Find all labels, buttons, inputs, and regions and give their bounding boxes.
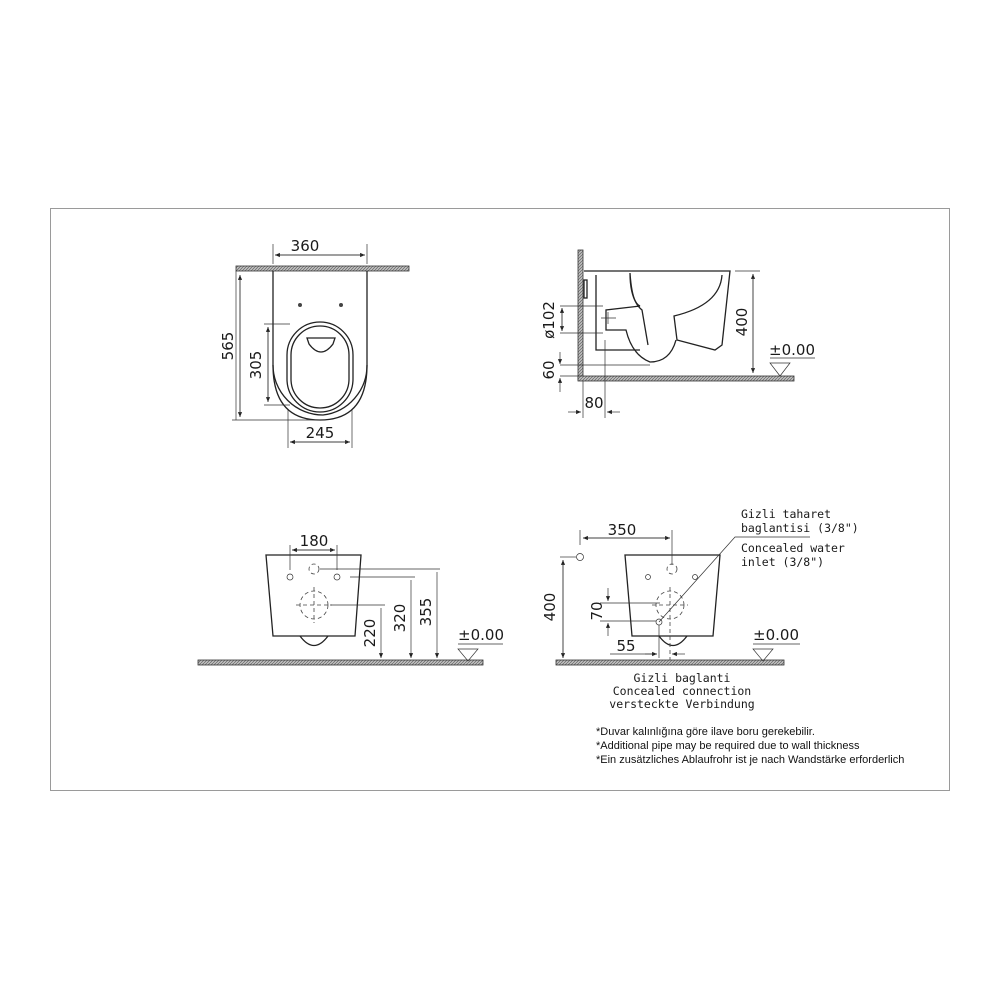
rear-view: 180 220 320 355 ±0.00 <box>197 532 504 666</box>
dim-outlet-diameter: ø102 <box>540 301 558 339</box>
callout-en-line1: Concealed water <box>741 541 845 555</box>
dim-565: 565 <box>219 332 237 361</box>
dim-80: 80 <box>584 394 603 412</box>
callout-tr-line1: Gizli taharet <box>741 507 831 521</box>
dim-360: 360 <box>291 237 320 255</box>
dim-245: 245 <box>306 424 335 442</box>
level-marker: ±0.00 <box>769 341 815 359</box>
level-marker: ±0.00 <box>753 626 799 644</box>
bottom-label-tr: Gizli baglanti <box>634 671 731 685</box>
dim-55: 55 <box>616 637 635 655</box>
note-tr: *Duvar kalınlığına göre ilave boru gerek… <box>596 726 815 738</box>
drawing-frame <box>50 208 950 791</box>
side-view: ø102 60 80 400 ±0.00 <box>540 249 815 418</box>
dim-320: 320 <box>391 604 409 633</box>
dim-400: 400 <box>541 593 559 622</box>
dim-220: 220 <box>361 619 379 648</box>
dim-60: 60 <box>540 360 558 379</box>
note-de: *Ein zusätzliches Ablaufrohr ist je nach… <box>596 754 905 766</box>
level-marker: ±0.00 <box>458 626 504 644</box>
dim-400: 400 <box>733 308 751 337</box>
rear-view-connections: 350 400 70 55 ±0.00 Gizli taharet baglan… <box>541 507 859 711</box>
dim-180: 180 <box>300 532 329 550</box>
callout-tr-line2: baglantisi (3/8") <box>741 521 859 535</box>
callout-en-line2: inlet (3/8") <box>741 555 824 569</box>
dim-70: 70 <box>588 601 606 620</box>
note-en: *Additional pipe may be required due to … <box>596 740 860 752</box>
dim-305: 305 <box>247 351 265 380</box>
dim-350: 350 <box>608 521 637 539</box>
bottom-label-de: versteckte Verbindung <box>609 697 754 711</box>
top-view: 360 565 305 245 <box>219 237 410 448</box>
bottom-label-en: Concealed connection <box>613 684 751 698</box>
dim-355: 355 <box>417 598 435 627</box>
